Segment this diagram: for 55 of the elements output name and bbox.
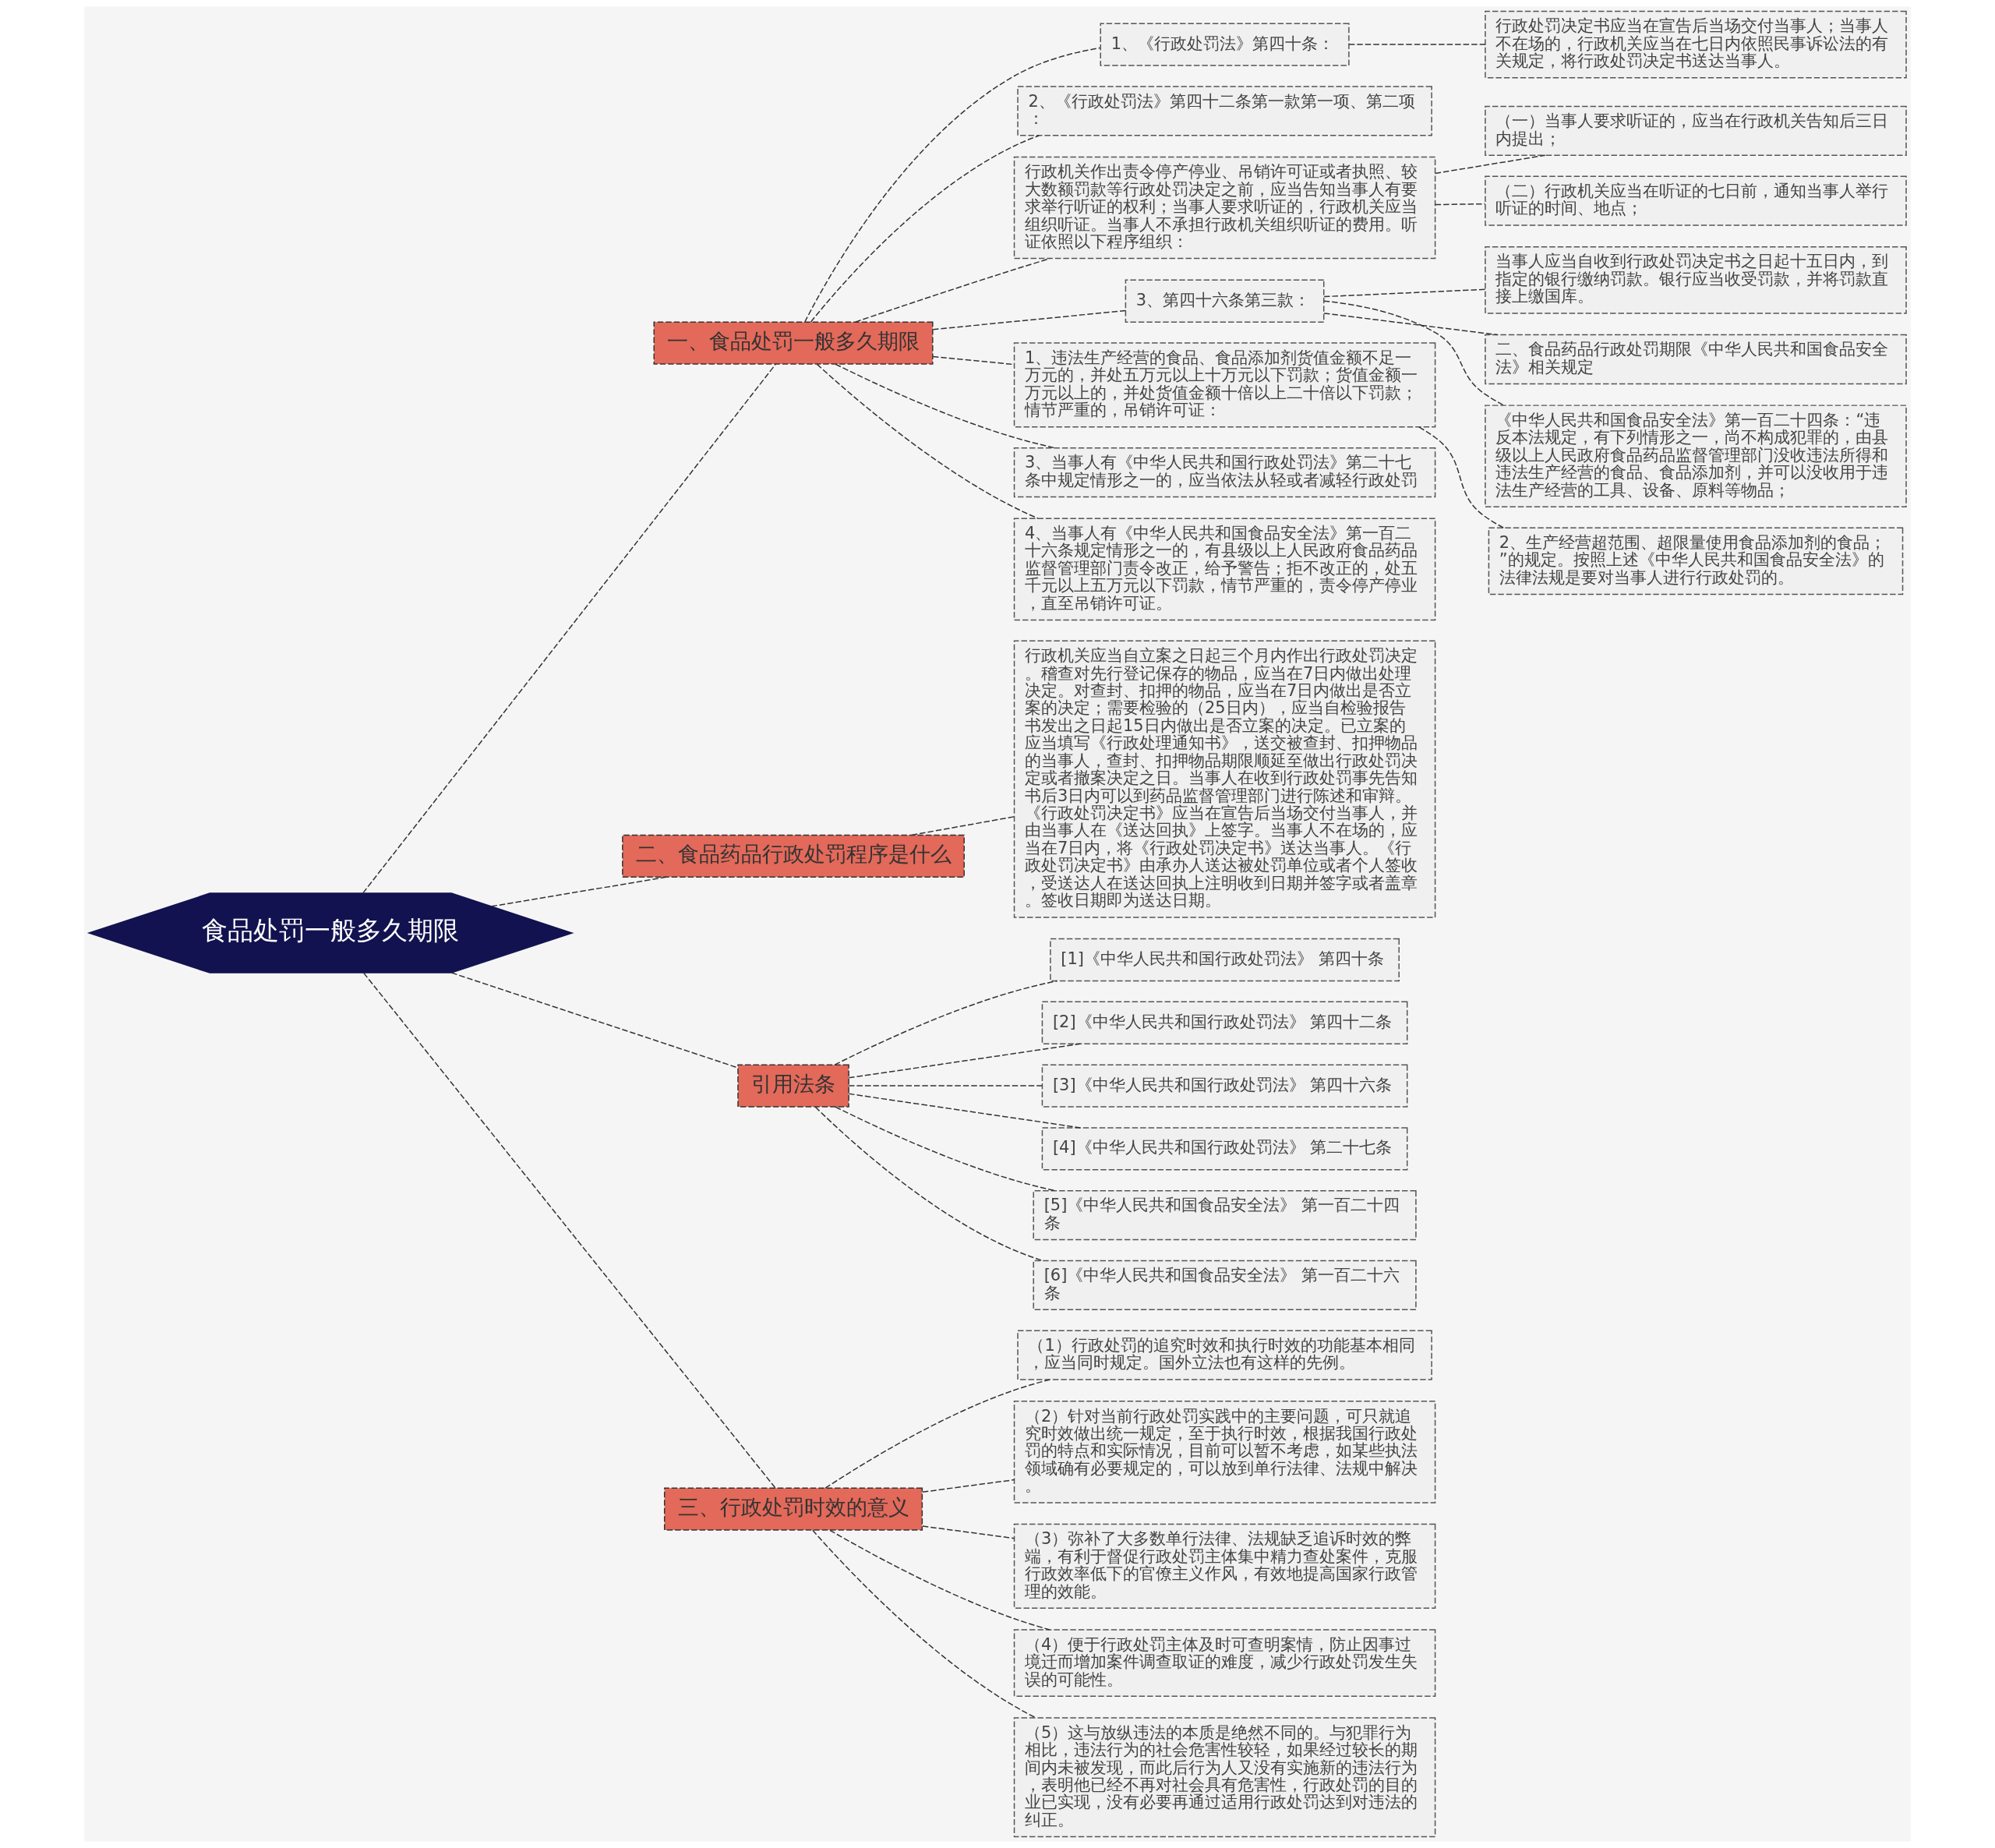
connector (835, 1106, 1056, 1192)
connector (363, 972, 776, 1489)
connector (450, 972, 739, 1069)
node-box: （1）行政处罚的追究时效和执行时效的功能基本相同，应当同时规定。国外立法也有这样的先例。 (1017, 1330, 1432, 1380)
connector (816, 363, 1039, 519)
connector (848, 1043, 1082, 1079)
connector (1323, 300, 1504, 406)
node-box: 2、《行政处罚法》第四十二条第一款第一项、第二项： (1017, 86, 1432, 136)
node-box: 1、违法生产经营的食品、食品添加剂货值金额不足一万元的，并处五万元以上十万元以下罚款；货值金额一万元以上的，并处货值金额十倍以上二十倍以下罚款；情节严重的，吊销许可证： (1013, 342, 1436, 428)
node-box: 2、生产经营超范围、超限量使用食品添加剂的食品；”的规定。按照上述《中华人民共和国食品安全法》的法律法规是要对当事人进行行政处罚的。 (1488, 527, 1904, 595)
connector (810, 135, 1040, 323)
connector (1434, 154, 1546, 175)
connector (922, 1525, 1015, 1539)
connector (834, 980, 1058, 1065)
node-box: 1、《行政处罚法》第四十条： (1100, 23, 1350, 66)
node-box: 一、食品处罚一般多久期限 (653, 321, 934, 365)
node-box: [1]《中华人民共和国行政处罚法》 第四十条 (1050, 938, 1400, 982)
node-box: （2）针对当前行政处罚实践中的主要问题，可只就追究时效做出统一规定，至于执行时效，根据我国行政处罚的特点和实际情况，目前可以暂不考虑，如某些执法领域确有必要规定的，可以放到单行法律、法规中解决。 (1013, 1401, 1436, 1503)
connector (1434, 203, 1486, 206)
node-box: [2]《中华人民共和国行政处罚法》 第四十二条 (1041, 1001, 1408, 1044)
node-box: 3、第四十六条第三款： (1125, 279, 1325, 323)
node-box: （二）行政机关应当在听证的七日前，通知当事人举行听证的时间、地点； (1485, 175, 1907, 226)
node-box: 3、当事人有《中华人民共和国行政处罚法》第二十七条中规定情形之一的，应当依法从轻或者减轻行政处罚 (1013, 447, 1436, 498)
node-box: [4]《中华人民共和国行政处罚法》 第二十七条 (1041, 1127, 1408, 1171)
connector (1323, 288, 1486, 298)
connector (490, 876, 667, 907)
connector (848, 1085, 1043, 1087)
node-box: [6]《中华人民共和国食品安全法》 第一百二十六条 (1033, 1260, 1417, 1311)
node-box: 二、食品药品行政处罚程序是什么 (622, 834, 965, 878)
connector (922, 1479, 1015, 1493)
node-box: [3]《中华人民共和国行政处罚法》 第四十六条 (1041, 1064, 1408, 1108)
connector (854, 257, 1050, 323)
node-box: 二、食品药品行政处罚期限《中华人民共和国食品安全法》相关规定 (1485, 334, 1907, 385)
connector (804, 47, 1101, 323)
node-box: 4、当事人有《中华人民共和国食品安全法》第一百二十六条规定情形之一的，有县级以上人民政府食品药品监督管理部门责令改正，给予警告；拒不改正的，处五千元以上五万元以下罚款，情节严重的，责令停产停业，直至吊销许可证。 (1013, 518, 1436, 621)
connector (362, 363, 777, 894)
node-box: 行政机关应当自立案之日起三个月内作出行政处罚决定。稽查对先行登记保存的物品，应当在7日内做出处理决定。对查封、扣押的物品，应当在7日内做出是否立案的决定；需要检验的（25日内），应当自检验报告书发出之日起15日内做出是否立案的决定。已立案的应当填写《行政处理通知书》，送交被查封、扣押物品的当事人，查封、扣押物品期限顺延至做出行政处罚决定或者撤案决定之日。当事人在收到行政处罚事先告知书后3日内可以到药品监督管理部门进行陈述和审辩。《行政处罚决定书》应当在宣告后当场交付当事人，并由当事人在《送达回执》上签字。当事人不在场的，应当在7日内，将《行政处罚决定书》送达当事人。《行政处罚决定书》由承办人送达被处罚单位或者个人签收，受送达人在送达回执上注明收到日期并签字或者盖章。签收日期即为送达日期。 (1013, 640, 1436, 918)
connector (1348, 44, 1486, 45)
connector (848, 1093, 1082, 1129)
node-box: 引用法条 (737, 1064, 849, 1108)
node-box: [5]《中华人民共和国食品安全法》 第一百二十四条 (1033, 1189, 1417, 1241)
node-box: 当事人应当自收到行政处罚决定书之日起十五日内，到指定的银行缴纳罚款。银行应当收受罚款，并将罚款直接上缴国库。 (1485, 246, 1907, 314)
node-box: （4）便于行政处罚主体及时可查明案情，防止因事过境迁而增加案件调查取证的难度，减少行政处罚发生失误的可能性。 (1013, 1629, 1436, 1697)
connector (1323, 313, 1499, 336)
node-box: 行政机关作出责令停产停业、吊销许可证或者执照、较大数额罚款等行政处罚决定之前，应当告知当事人有要求举行听证的权利；当事人要求听证的，行政机关应当组织听证。当事人不承担行政机关组织听证的费用。听证依照以下程序组织： (1013, 156, 1436, 260)
node-box: 三、行政处罚时效的意义 (663, 1487, 923, 1531)
connector (911, 816, 1015, 836)
connector (1418, 426, 1504, 528)
node-box: （一）当事人要求听证的，应当在行政机关告知后三日内提出； (1485, 105, 1907, 156)
node-box: 《中华人民共和国食品安全法》第一百二十四条：“违反本法规定，有下列情形之一，尚不构成犯罪的，由县级以上人民政府食品药品监督管理部门没收违法所得和违法生产经营的食品、食品添加剂，并可以没收用于违法生产经营的工具、设备、原料等物品； (1485, 405, 1907, 508)
node-box: 行政处罚决定书应当在宣告后当场交付当事人；当事人不在场的，行政机关应当在七日内依照民事诉讼法的有关规定，将行政处罚决定书送达当事人。 (1485, 10, 1907, 79)
node-box: （3）弥补了大多数单行法律、法规缺乏追诉时效的弊端，有利于督促行政处罚主体集中精力查处案件，克服行政效率低下的官僚主义作风，有效地提高国家行政管理的效能。 (1013, 1523, 1436, 1609)
node-box: （5）这与放纵违法的本质是绝然不同的。与犯罪行为相比，违法行为的社会危害性较轻，如果经过较长的期间内未被发现，而此后行为人又没有实施新的违法行为，表明他已经不再对社会具有危害性，行政处罚的目的业已实现，没有必要再通过适用行政处罚达到对违法的纠正。 (1013, 1717, 1436, 1838)
connector (932, 309, 1127, 330)
connector (814, 1106, 1043, 1262)
